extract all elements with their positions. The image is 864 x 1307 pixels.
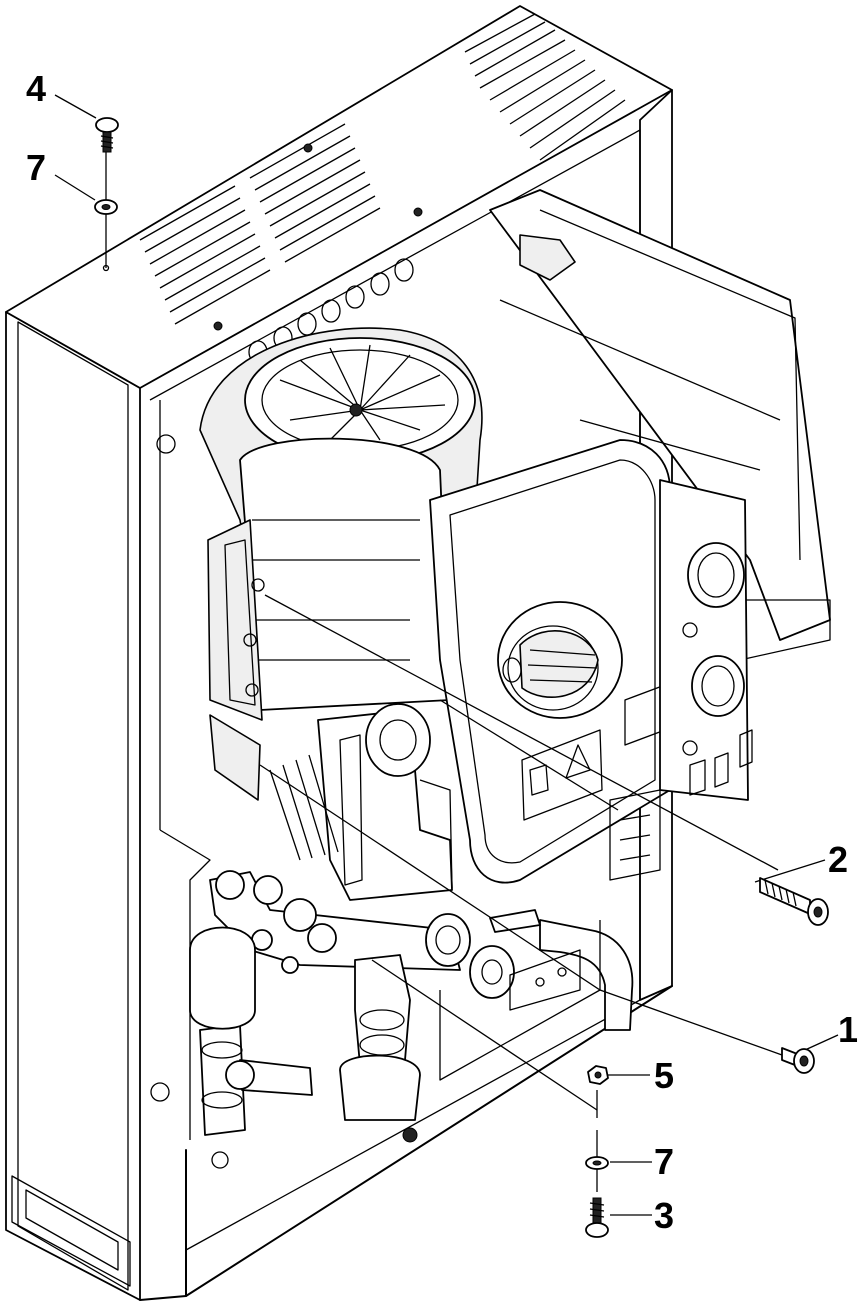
callout-5: 5 xyxy=(654,1055,674,1096)
fasteners xyxy=(94,117,829,1238)
callout-7-top: 7 xyxy=(26,147,46,188)
nut-5 xyxy=(587,1065,609,1085)
top-vent-slots xyxy=(139,13,626,325)
screw-1 xyxy=(781,1047,815,1074)
callout-3: 3 xyxy=(654,1195,674,1236)
screw-4 xyxy=(95,117,119,153)
leader-lines xyxy=(54,94,839,1216)
pipework xyxy=(189,870,634,1169)
screw-3 xyxy=(585,1197,609,1238)
boiler-casing xyxy=(5,5,673,1301)
washer-7-top xyxy=(94,199,118,215)
control-box xyxy=(429,439,753,884)
callout-2: 2 xyxy=(828,839,848,880)
callout-labels: 4 7 2 1 5 7 3 xyxy=(26,68,858,1236)
callout-4: 4 xyxy=(26,68,46,109)
callout-1: 1 xyxy=(838,1009,858,1050)
fan-assembly xyxy=(199,327,483,801)
washer-7-bottom xyxy=(585,1156,609,1170)
screw-2 xyxy=(759,877,829,926)
callout-7-bottom: 7 xyxy=(654,1141,674,1182)
pump-assembly xyxy=(269,703,453,901)
